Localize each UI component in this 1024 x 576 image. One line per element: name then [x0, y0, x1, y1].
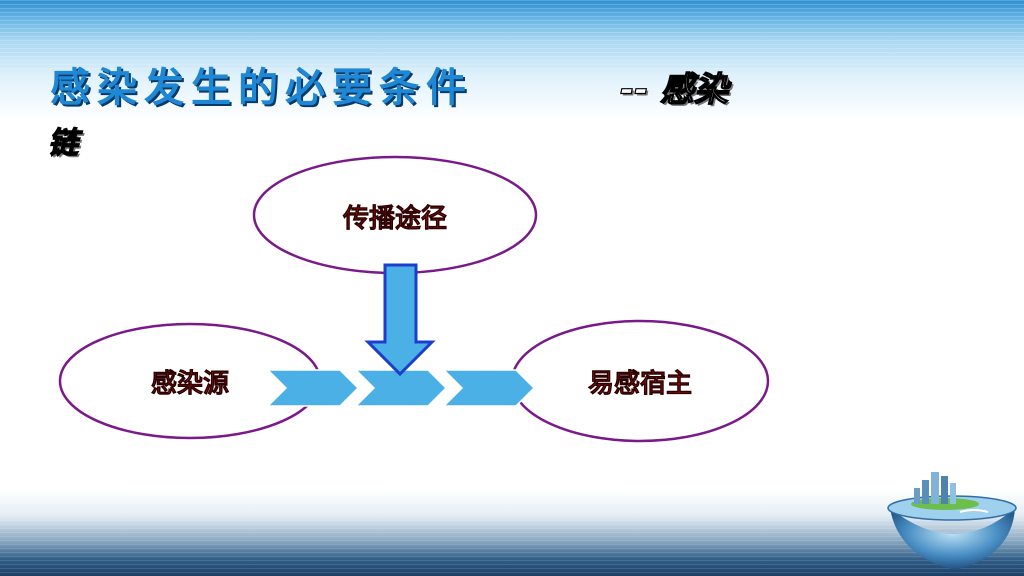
slide-title: 感染发生的必要条件	[50, 64, 473, 111]
header-stripes	[0, 0, 1024, 70]
slide-subtitle: -- 感染	[619, 69, 729, 110]
chevron-arrow-icon	[266, 369, 360, 407]
footer-stripes	[0, 520, 1024, 576]
chevron-arrow-icon	[442, 369, 536, 407]
chevron-arrow-icon	[354, 369, 448, 407]
down-arrow-icon	[364, 263, 436, 377]
host-label: 易感宿主	[588, 368, 692, 399]
source-label: 感染源	[151, 369, 229, 399]
slide-subtitle-continued: 链	[47, 125, 78, 161]
globe-city-icon	[887, 472, 1017, 570]
chevron-arrows	[266, 369, 536, 407]
route-label: 传播途径	[342, 203, 447, 234]
